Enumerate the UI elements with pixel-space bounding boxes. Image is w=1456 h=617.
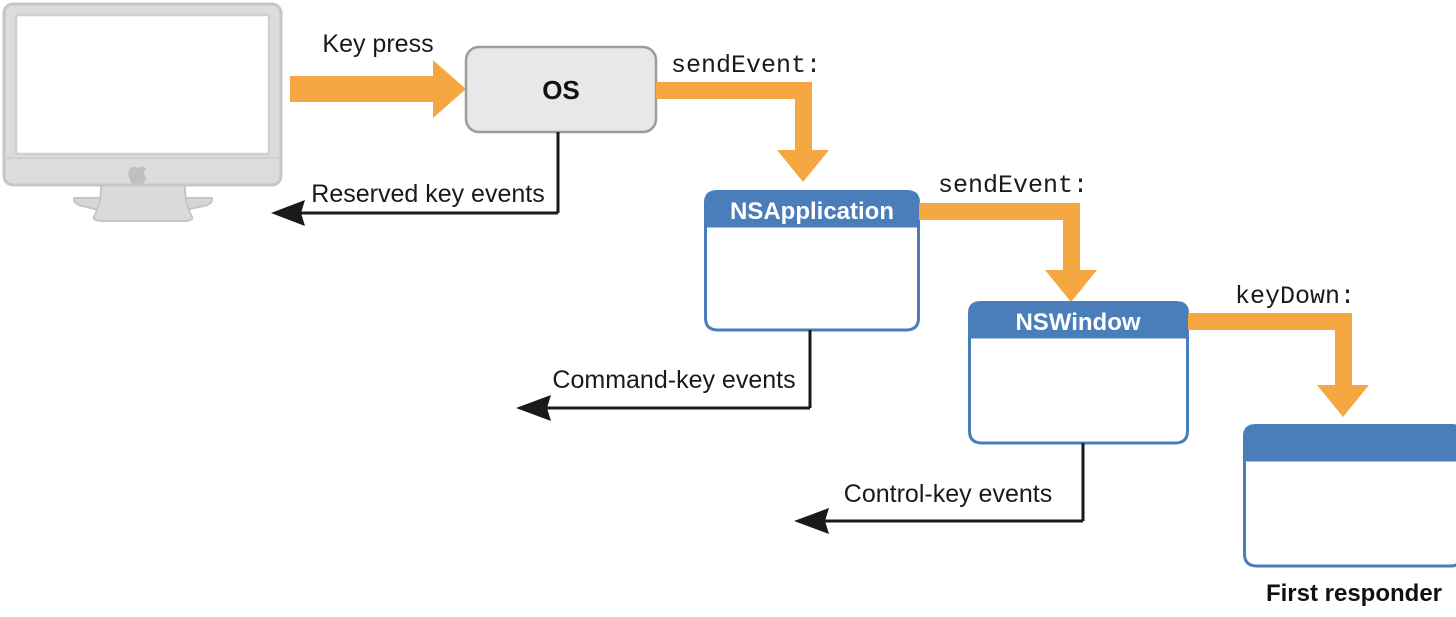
arrow-key-press-shape xyxy=(290,60,466,118)
nsapplication-label: NSApplication xyxy=(730,198,894,225)
edge-label-sendevent-os: sendEvent: xyxy=(671,51,821,80)
arrow-command-key-events xyxy=(516,330,812,421)
edge-label-reserved-key-events: Reserved key events xyxy=(311,180,544,208)
arrow-nsapplication-to-nswindow xyxy=(919,203,1097,302)
arrow-nswindow-to-firstresponder-shape xyxy=(1188,313,1369,417)
node-firstresponder: First responder xyxy=(1243,424,1456,607)
apple-logo-icon xyxy=(128,166,147,185)
nswindow-titlebar xyxy=(968,301,1189,337)
firstresponder-body xyxy=(1243,458,1456,568)
nsapplication-titlebar xyxy=(704,190,920,226)
edge-label-keydown: keyDown: xyxy=(1235,282,1355,311)
arrow-reserved-key-events xyxy=(271,132,560,226)
edge-label-command-key-events: Command-key events xyxy=(552,366,795,394)
edge-label-sendevent-nsapplication: sendEvent: xyxy=(938,171,1088,200)
node-nsapplication: NSApplication xyxy=(704,190,920,332)
os-label: OS xyxy=(542,75,580,105)
monitor-screen xyxy=(14,13,271,156)
arrow-nswindow-to-firstresponder xyxy=(1188,313,1369,417)
firstresponder-caption: First responder xyxy=(1266,580,1442,607)
monitor-icon xyxy=(2,2,283,222)
arrow-command-head xyxy=(516,395,551,421)
edge-label-control-key-events: Control-key events xyxy=(844,480,1052,508)
arrow-control-key-events xyxy=(794,443,1085,534)
arrow-os-to-nsapplication xyxy=(656,82,829,182)
monitor-stand-neck xyxy=(92,177,194,222)
arrow-key-press xyxy=(290,60,466,118)
firstresponder-titlebar xyxy=(1243,424,1456,460)
nswindow-label: NSWindow xyxy=(1015,309,1140,336)
arrow-control-head xyxy=(794,508,829,534)
node-nswindow: NSWindow xyxy=(968,301,1189,445)
nswindow-body xyxy=(968,335,1189,445)
node-os: OS xyxy=(464,45,658,134)
edge-label-key-press: Key press xyxy=(322,30,433,58)
arrow-os-to-nsapplication-shape xyxy=(656,82,829,182)
nsapplication-body xyxy=(704,224,920,332)
arrow-nsapplication-to-nswindow-shape xyxy=(919,203,1097,302)
arrow-reserved-head xyxy=(271,200,305,226)
